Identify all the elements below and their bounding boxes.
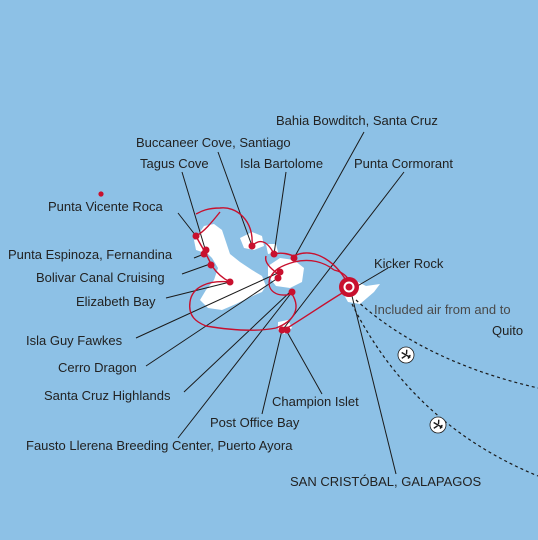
leader-champion-islet [285, 329, 323, 395]
route-floreana-san-cristobal [283, 291, 345, 331]
leader-isla-guy-fawkes [135, 271, 281, 339]
cruise-route [189, 207, 351, 331]
label-santa-cruz-highlands: Santa Cruz Highlands [44, 388, 171, 403]
leader-bahia-bowditch [293, 131, 365, 259]
flight-path-lower [351, 303, 538, 477]
leader-punta-vicente-roca [177, 212, 197, 237]
label-buccaneer-cove: Buccaneer Cove, Santiago [136, 135, 291, 150]
label-included-air: Included air from and to [374, 302, 511, 317]
stop-post-office-bay [278, 326, 286, 334]
flight-paths [351, 299, 538, 477]
leader-post-office-bay [261, 329, 283, 415]
route-floreana-loop [275, 293, 297, 329]
route-west-loop [189, 280, 231, 327]
fernandina-island [194, 238, 204, 252]
route-santa-cruz-east [268, 259, 335, 296]
route-stops [98, 191, 357, 334]
label-kicker-rock: Kicker Rock [374, 256, 444, 271]
stop-buccaneer-cove [248, 242, 256, 250]
label-tagus-cove: Tagus Cove [140, 156, 209, 171]
stop-cerro-dragon [274, 274, 282, 282]
leader-kicker-rock [353, 267, 389, 289]
stop-bahia-bowditch [290, 254, 298, 262]
flight-path-upper [355, 299, 538, 389]
leader-bolivar-canal [181, 263, 211, 275]
label-champion-islet: Champion Islet [272, 394, 359, 409]
label-isla-bartolome: Isla Bartolome [240, 156, 323, 171]
label-punta-cormorant: Punta Cormorant [354, 156, 453, 171]
route-espinoza [195, 235, 231, 283]
leader-san-cristobal [351, 295, 397, 475]
stop-punta-vicente-roca [192, 232, 200, 240]
stop-bolivar-canal [207, 261, 215, 269]
label-post-office-bay: Post Office Bay [210, 415, 300, 430]
marker-north-dot [98, 191, 104, 197]
stop-punta-espinoza [200, 250, 208, 258]
leader-cerro-dragon [145, 277, 279, 367]
labels: Bahia Bowditch, Santa Cruz Buccaneer Cov… [8, 113, 523, 489]
leader-isla-bartolome [273, 171, 287, 255]
leader-buccaneer-cove [217, 151, 253, 247]
label-san-cristobal: SAN CRISTÓBAL, GALAPAGOS [290, 474, 482, 489]
isabela-island [196, 224, 266, 310]
san-cristobal-marker [339, 277, 359, 297]
route-south-loop [205, 325, 277, 331]
leader-lines [135, 131, 405, 475]
airplane-icon [429, 416, 447, 434]
leader-santa-cruz-highlands [183, 291, 291, 393]
label-bahia-bowditch: Bahia Bowditch, Santa Cruz [276, 113, 438, 128]
label-punta-espinoza: Punta Espinoza, Fernandina [8, 247, 173, 262]
route-cerro-dragon [264, 255, 279, 275]
stop-isla-guy-fawkes [276, 268, 284, 276]
stop-elizabeth-bay [226, 278, 234, 286]
stop-champion-islet [283, 326, 291, 334]
route-santiago-loop [195, 207, 253, 247]
stop-santa-cruz-highlands [288, 288, 296, 296]
label-elizabeth-bay: Elizabeth Bay [76, 294, 156, 309]
label-cerro-dragon: Cerro Dragon [58, 360, 137, 375]
label-fausto-llerena: Fausto Llerena Breeding Center, Puerto A… [26, 438, 293, 453]
airplane-icon [397, 346, 415, 364]
label-quito: Quito [492, 323, 523, 338]
leader-elizabeth-bay [165, 281, 231, 299]
leader-fausto-llerena [177, 291, 293, 439]
label-bolivar-canal: Bolivar Canal Cruising [36, 270, 165, 285]
label-isla-guy-fawkes: Isla Guy Fawkes [26, 333, 123, 348]
leader-tagus-cove [181, 171, 207, 253]
marker-inner-dot [345, 283, 353, 291]
label-punta-vicente-roca: Punta Vicente Roca [48, 199, 163, 214]
leader-punta-cormorant [283, 171, 405, 329]
stop-isla-bartolome [270, 250, 278, 258]
